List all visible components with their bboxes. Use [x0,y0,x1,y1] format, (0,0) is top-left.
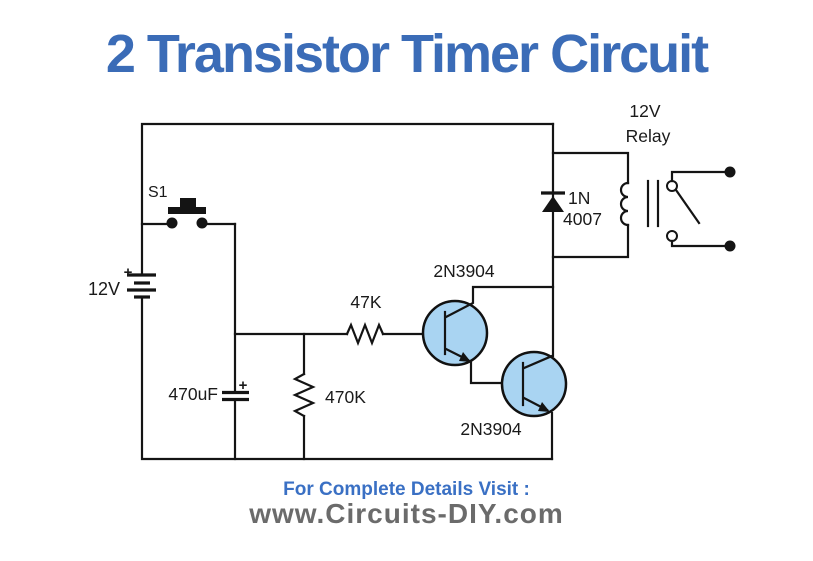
q2-collector-line [522,354,554,370]
cap-plus-label: + [239,377,248,394]
battery-12v: + 12V [88,264,156,299]
pushbutton-s1: S1 [140,184,237,229]
cap-value-label: 470uF [168,384,218,404]
q1-emitter-arrow [459,352,471,362]
transistor-q1-2n3904: 2N3904 [421,261,555,385]
relay-coil-loops [619,181,630,227]
diode-label-line1: 1N [568,188,590,208]
relay-armature [674,188,701,225]
relay-bottom-terminal-wire [670,239,729,248]
q2-body-circle [500,350,568,418]
q1-body-circle [421,299,489,367]
relay-label-line2: Relay [626,126,671,146]
q1-collector-wire [444,285,555,319]
s1-label: S1 [148,184,168,201]
r47k-zigzag [345,321,385,347]
q2-emitter-arrow [538,402,550,412]
s1-terminal-dot-left [166,217,178,229]
resistor-47k: 47K [233,292,425,347]
diode-label-line2: 4007 [563,209,602,229]
relay-12v: 12V Relay [551,101,736,259]
s1-actuator-knob [180,198,196,207]
relay-contact-no [666,230,678,242]
relay-coil-bottom-wire [551,223,630,259]
q2-part-label: 2N3904 [460,419,522,439]
footer-website-url: www.Circuits-DIY.com [249,498,564,529]
bottom-rail-wire [140,295,554,461]
diode-1n4007: 1N 4007 [541,122,602,358]
relay-terminal-dot-top [724,166,736,178]
transistor-q2-2n3904: 2N3904 [460,350,568,461]
r470k-value-label: 470K [325,387,366,407]
q1-emitter-wire [469,360,504,385]
capacitor-470uf: + 470uF [168,222,249,461]
diode-triangle [542,196,564,212]
relay-label-line1: 12V [629,101,660,121]
s1-terminal-dot-right [196,217,208,229]
power-rails [140,122,555,461]
battery-plus-label: + [124,264,133,281]
relay-terminal-dot-bottom [724,240,736,252]
q1-part-label: 2N3904 [433,261,495,281]
resistor-470k: 470K [292,332,366,461]
r470k-zigzag [292,372,316,418]
s1-actuator-bar [168,207,206,214]
r47k-value-label: 47K [350,292,381,312]
battery-voltage-label: 12V [88,279,120,299]
page-title: 2 Transistor Timer Circuit [105,24,709,84]
relay-coil-top-wire [551,151,630,185]
relay-top-terminal-wire [670,170,729,183]
footer-visit-text: For Complete Details Visit : [283,479,530,500]
top-left-rail-wire [140,122,555,276]
